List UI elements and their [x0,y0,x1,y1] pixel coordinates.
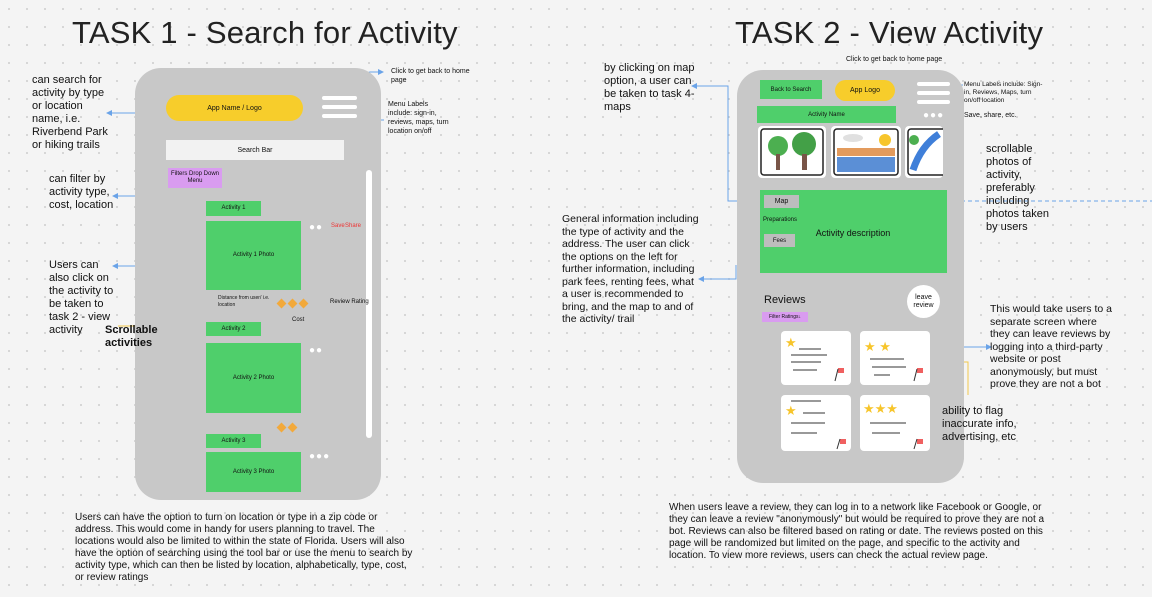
app-name-logo[interactable]: App Name / Logo [166,95,303,121]
task2-description: When users leave a review, they can log … [669,502,1045,561]
activity-1-label[interactable]: Activity 1 [206,201,261,216]
filter-ratings-button[interactable]: Filter Ratings↓ [762,312,808,322]
note-leave-review: This would take users to a separate scre… [990,303,1112,390]
task1-description: Users can have the option to turn on loc… [75,512,413,583]
note-home-page: Click to get back to home page [846,56,943,63]
review-sketch-icon: ★ ★ [864,339,923,382]
more-options-icon[interactable]: ●● [309,222,324,233]
review-sketch-icon: ★★★ [863,401,923,450]
tab-preparations[interactable]: Preparations [762,216,798,223]
note-flag: ability to flag inaccurate info, adverti… [942,405,1017,443]
note-home-page: Click to get back to home page [391,68,470,84]
task1-title: TASK 1 - Search for Activity [72,15,458,50]
note-save-share: Save, share, etc. [964,112,1017,119]
app-logo[interactable]: App Logo [835,80,895,101]
rating-stars-icon [276,294,309,312]
cost-label: Cost [292,317,305,323]
activity-2-label[interactable]: Activity 2 [206,322,261,336]
review-rating-label: Review Rating [330,299,369,305]
tab-map[interactable]: Map [764,195,799,208]
review-card[interactable]: ★ [781,395,851,451]
activity-3-label[interactable]: Activity 3 [206,434,261,448]
more-options-icon[interactable]: ●● [309,345,324,356]
activity-photo[interactable] [831,126,901,178]
river-photo-icon [907,128,949,176]
activity-3-photo[interactable]: Activity 3 Photo [206,452,301,492]
menu-icon[interactable] [917,82,950,109]
note-search: can search for activity by type or locat… [32,74,108,151]
share-link[interactable]: Share [345,223,362,229]
svg-text:★★★: ★★★ [863,401,898,416]
note-menu-labels: Menu Labels include: Sign-in, Reviews, M… [964,81,1043,104]
review-card[interactable]: ★ [781,331,851,385]
activity-description: Activity description [815,228,891,238]
scrollbar[interactable] [366,170,372,438]
activity-2-photo[interactable]: Activity 2 Photo [206,343,301,413]
svg-text:★ ★: ★ ★ [864,339,891,354]
note-menu-labels: Menu Labels include: sign-in, reviews, m… [388,101,449,135]
lake-photo-icon [833,128,899,176]
review-card[interactable]: ★ ★ [860,331,930,385]
back-to-search-button[interactable]: Back to Search [760,80,822,99]
review-card[interactable]: ★★★ [860,395,930,451]
save-link[interactable]: Save [331,223,345,229]
filter-ratings-label: Filter Ratings [769,314,799,320]
note-click-activity: Users can also click on the activity to … [49,259,114,336]
rating-stars-icon [276,418,298,436]
note-filter: can filter by activity type, cost, locat… [49,173,114,211]
note-general-info: General information including the type o… [562,213,699,325]
more-options-icon[interactable]: ●●● [923,110,945,121]
menu-icon[interactable] [322,96,357,123]
leave-review-button[interactable]: leave review [907,285,940,318]
trees-photo-icon [760,128,824,176]
filters-dropdown[interactable]: Filters Drop Down Menu [168,168,222,188]
search-bar[interactable]: Search Bar [166,140,344,160]
task2-title: TASK 2 - View Activity [735,15,1044,50]
note-scrollable: Scrollable activities [105,324,158,349]
note-scrollable-photos: scrollable photos of activity, preferabl… [986,143,1049,233]
svg-text:★: ★ [785,403,797,418]
review-sketch-icon: ★ [785,400,846,450]
svg-text:★: ★ [785,335,797,350]
reviews-heading: Reviews [764,294,806,306]
distance-label: Distance from user/ i.e. location [218,295,270,308]
activity-name: Activity Name [757,106,896,123]
activity-photo[interactable] [758,126,826,178]
tab-fees[interactable]: Fees [764,234,795,247]
activity-1-photo[interactable]: Activity 1 Photo [206,221,301,290]
more-options-icon[interactable]: ●●● [309,451,331,462]
activity-photo[interactable] [905,126,949,178]
note-map-option: by clicking on map option, a user can be… [604,62,695,113]
review-sketch-icon: ★ [785,335,844,382]
